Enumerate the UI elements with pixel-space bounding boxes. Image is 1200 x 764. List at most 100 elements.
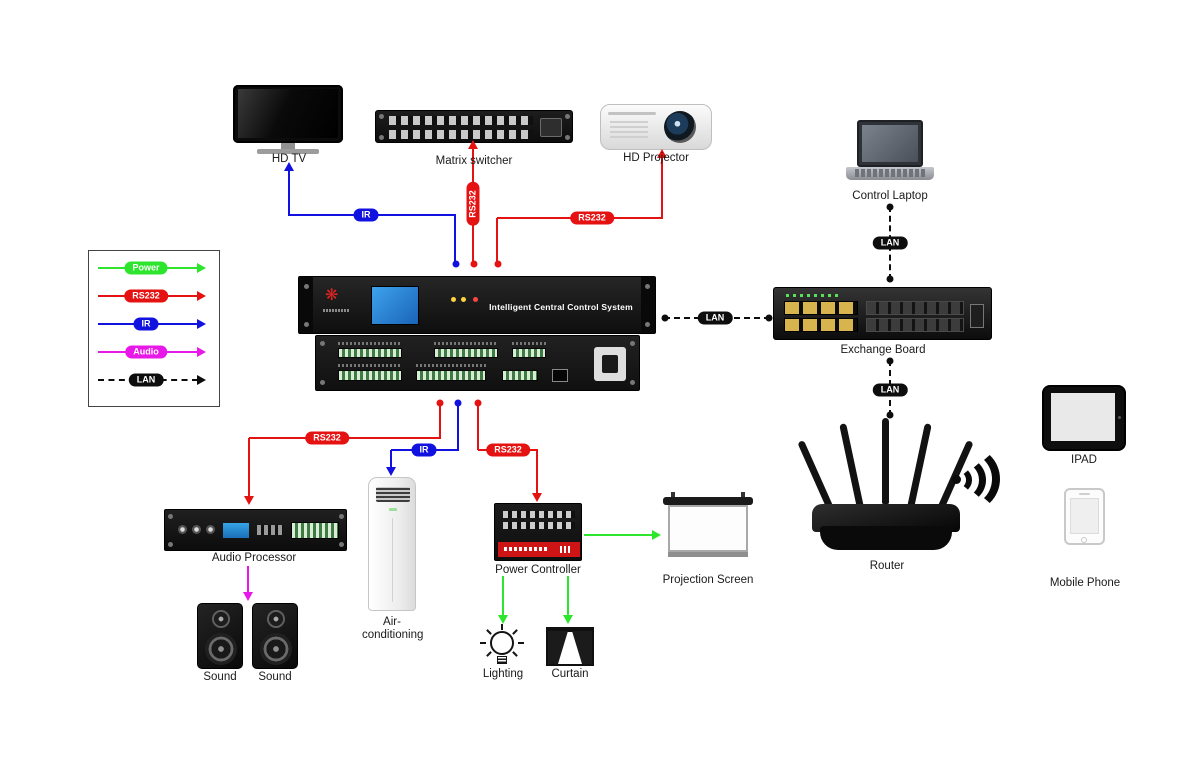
- screw: [339, 514, 344, 519]
- terminal-block: [502, 370, 538, 381]
- projector-lens: [664, 111, 696, 143]
- router-antenna: [882, 418, 889, 504]
- legend-ir-label: IR: [133, 317, 159, 331]
- indicator-led-3: [473, 297, 478, 302]
- legend-power-label: Power: [124, 261, 168, 275]
- audio-sound-seg1: [247, 566, 249, 594]
- rack-ear-right: [641, 277, 655, 333]
- projection-screen-label: Projection Screen: [662, 574, 754, 586]
- bulb-ray: [512, 629, 518, 635]
- screw: [168, 542, 173, 547]
- power-lighting-arrowhead: [498, 615, 508, 624]
- rs232-power-seg1: [477, 402, 479, 450]
- bulb-glass: [490, 631, 514, 655]
- air-conditioning-label: Air-conditioning: [362, 616, 424, 641]
- terminal-block: [416, 370, 486, 381]
- screen-housing: [663, 497, 753, 505]
- rs232-proj-endpoint-dot: [494, 260, 502, 268]
- bulb-ray: [501, 624, 503, 630]
- ipad-screen: [1051, 393, 1115, 441]
- lan-ce-pill: LAN: [697, 311, 733, 325]
- control-laptop-device: [846, 120, 934, 184]
- screw: [379, 114, 384, 119]
- rs232-matrix-pill: RS232: [466, 182, 480, 226]
- screw: [630, 380, 635, 385]
- rs232-power-seg3: [536, 450, 538, 493]
- sound-right-label: Sound: [258, 671, 292, 683]
- terminal-block: [291, 522, 339, 539]
- screw: [168, 514, 173, 519]
- ir-ac-pill: IR: [411, 443, 437, 457]
- screen-bracket-left: [671, 492, 675, 498]
- screw: [565, 135, 570, 140]
- air-conditioning-device: [368, 477, 416, 611]
- screw: [320, 380, 325, 385]
- ac-seam: [392, 518, 393, 602]
- power-socket-inlet: [602, 355, 618, 373]
- wifi-signal-icon: [952, 446, 1010, 512]
- tv-screen: [238, 89, 338, 138]
- rj45-port-row-2: [784, 318, 858, 332]
- lan-ce-dot-left: [661, 314, 669, 322]
- bulb-ray: [518, 642, 524, 644]
- ir-tv-seg1: [454, 215, 456, 263]
- sound-left-label: Sound: [203, 671, 237, 683]
- screen-surface: [668, 505, 748, 552]
- speaker-tweeter: [267, 610, 285, 628]
- audio-sound-arrowhead: [243, 592, 253, 601]
- lan-router-pill: LAN: [872, 383, 908, 397]
- rj45-port-row-1: [784, 301, 858, 315]
- legend-ir-arrow: [197, 319, 206, 329]
- power-controller-device: [494, 503, 582, 561]
- rs232-audio-endpoint-dot: [436, 399, 444, 407]
- lan-laptop-pill: LAN: [872, 236, 908, 250]
- port-labels-strip: [338, 364, 402, 367]
- curtain-device: [546, 627, 594, 666]
- ir-ac-endpoint-dot: [454, 399, 462, 407]
- legend-audio-label: Audio: [125, 345, 167, 359]
- audio-processor-device: [164, 509, 347, 551]
- audio-display: [223, 523, 249, 538]
- projection-screen-device: [663, 492, 753, 564]
- lan-router-dot-bottom: [886, 411, 894, 419]
- led-row: [786, 294, 842, 297]
- rs232-power-endpoint-dot: [474, 399, 482, 407]
- power-lighting-seg1: [502, 576, 504, 616]
- ir-ac-seg1: [457, 402, 459, 450]
- rs232-proj-arrowhead: [657, 149, 667, 158]
- laptop-keyboard: [855, 169, 925, 177]
- pc-band-text-marks: [504, 547, 548, 551]
- mobile-phone-label: Mobile Phone: [1049, 577, 1121, 589]
- matrix-vga-port: [540, 118, 562, 137]
- rs232-power-pill: RS232: [486, 443, 530, 457]
- port-labels-strip: [338, 342, 402, 345]
- hd-tv-label: HD TV: [271, 153, 307, 165]
- ac-vent: [376, 487, 410, 502]
- wifi-arc-3: [934, 446, 1000, 512]
- rs232-power-arrowhead: [532, 493, 542, 502]
- central-control-io-unit: [315, 335, 640, 391]
- mobile-phone-device: [1064, 488, 1105, 545]
- bulb-base: [497, 656, 507, 664]
- speaker-tweeter: [212, 610, 230, 628]
- power-screen-arrowhead: [652, 530, 661, 540]
- indicator-led-2: [461, 297, 466, 302]
- rs232-audio-seg1: [439, 402, 441, 438]
- pc-port-row-2: [503, 522, 575, 529]
- lan-ce-dot-right: [765, 314, 773, 322]
- screw: [304, 322, 309, 327]
- ir-ac-seg3: [390, 450, 392, 467]
- tv-stand-base: [257, 149, 319, 154]
- lan-port: [552, 369, 568, 382]
- curtain-panel-left: [548, 631, 568, 664]
- port-labels-strip: [434, 342, 498, 345]
- ir-tv-seg3: [288, 170, 290, 216]
- exchange-board-device: [773, 287, 992, 340]
- lighting-device: [480, 624, 524, 671]
- terminal-block: [338, 370, 402, 381]
- legend-rs232-arrow: [197, 291, 206, 301]
- screw: [339, 542, 344, 547]
- rs232-proj-pill: RS232: [570, 211, 614, 225]
- audio-processor-label: Audio Processor: [211, 552, 297, 564]
